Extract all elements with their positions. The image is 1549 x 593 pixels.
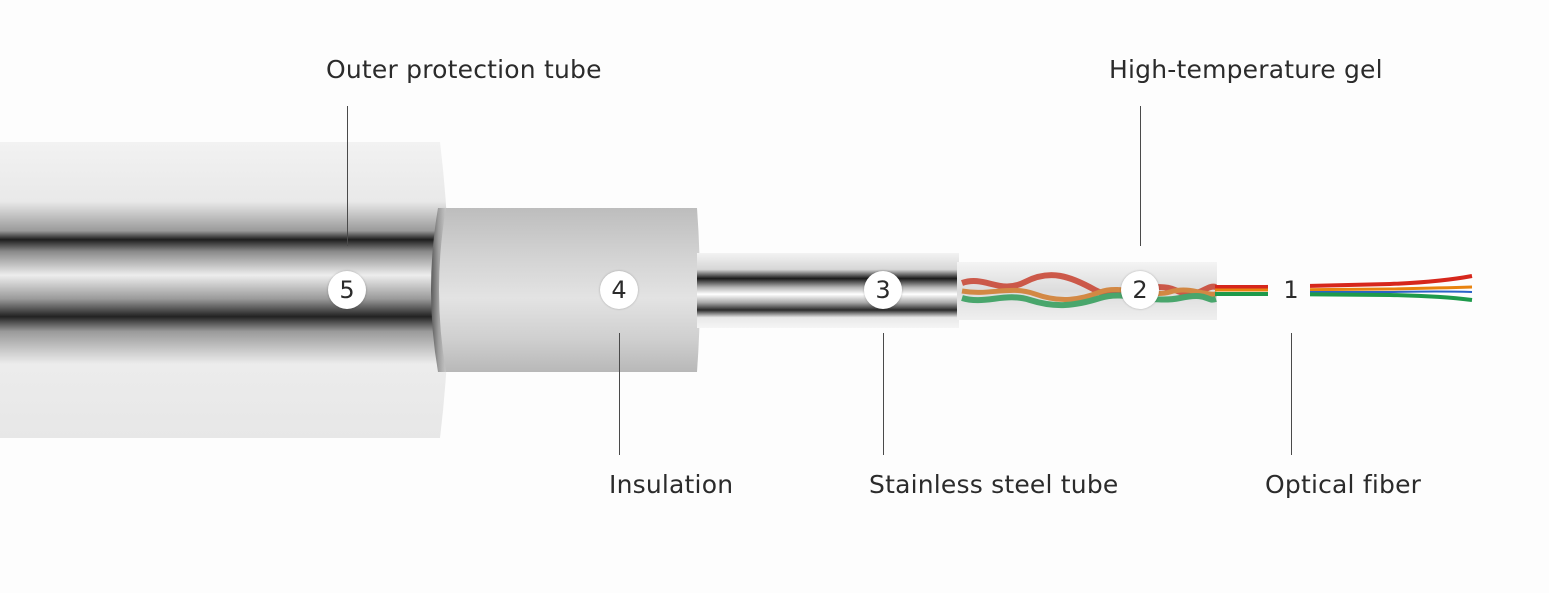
label-high-temperature-gel: High-temperature gel: [1109, 55, 1383, 84]
insulation-face: [431, 208, 446, 372]
leader-line-5: [347, 106, 348, 246]
label-insulation: Insulation: [609, 470, 734, 499]
layer-badge-2: 2: [1121, 271, 1159, 309]
gel-fiber-streaks: [961, 272, 1217, 309]
layer-badge-1: 1: [1283, 276, 1299, 304]
leader-line-3: [883, 333, 884, 455]
label-stainless-steel-tube: Stainless steel tube: [869, 470, 1119, 499]
leader-line-1: [1291, 333, 1292, 455]
leader-line-2: [1140, 106, 1141, 246]
layer-badge-5: 5: [328, 271, 366, 309]
stainless-steel-tube-shape: [697, 253, 959, 328]
leader-line-4: [619, 333, 620, 455]
insulation-shape: [438, 208, 700, 372]
label-optical-fiber: Optical fiber: [1265, 470, 1422, 499]
label-outer-protection-tube: Outer protection tube: [326, 55, 602, 84]
layer-badge-4: 4: [600, 271, 638, 309]
outer-protection-tube-shape: [0, 142, 449, 438]
layer-badge-3: 3: [864, 271, 902, 309]
optical-fibers: [1215, 270, 1473, 310]
